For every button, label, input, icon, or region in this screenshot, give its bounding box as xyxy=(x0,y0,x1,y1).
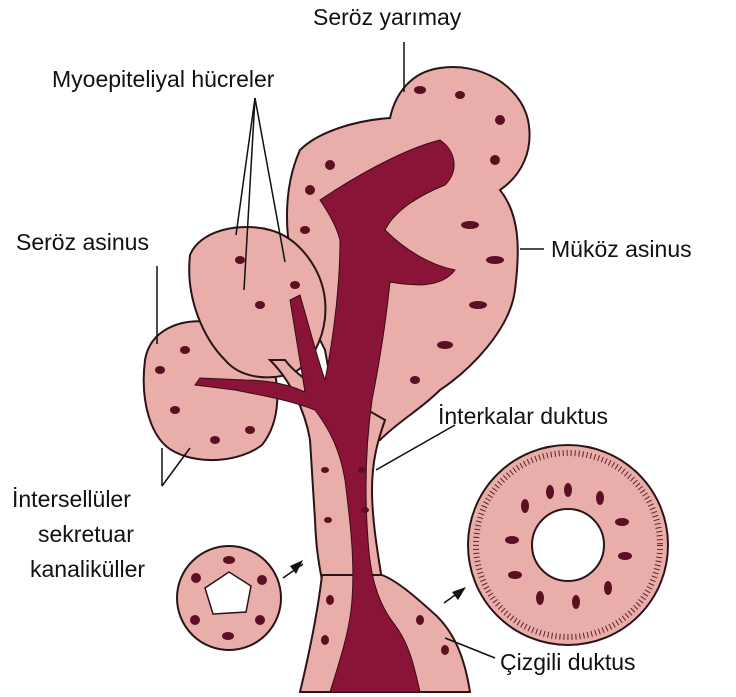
striated-duct-cross-section xyxy=(468,445,668,645)
label-seroz-asinus: Seröz asinus xyxy=(16,229,149,255)
label-cizgili-duktus: Çizgili duktus xyxy=(500,649,636,675)
arrow-to-striated-section xyxy=(452,587,466,600)
label-myoepiteliyal-hucreler: Myoepiteliyal hücreler xyxy=(52,66,274,92)
label-interkalar-duktus: İnterkalar duktus xyxy=(438,403,608,429)
label-intersellular-line3: kanaliküller xyxy=(30,556,145,582)
intercalated-duct-cross-section xyxy=(177,546,281,650)
label-seroz-yarimay: Seröz yarımay xyxy=(313,4,461,30)
label-intersellular-line2: sekretuar xyxy=(38,521,134,547)
label-mukoz-asinus: Müköz asinus xyxy=(551,236,692,262)
label-intersellular-line1: İntersellüler xyxy=(12,486,131,512)
